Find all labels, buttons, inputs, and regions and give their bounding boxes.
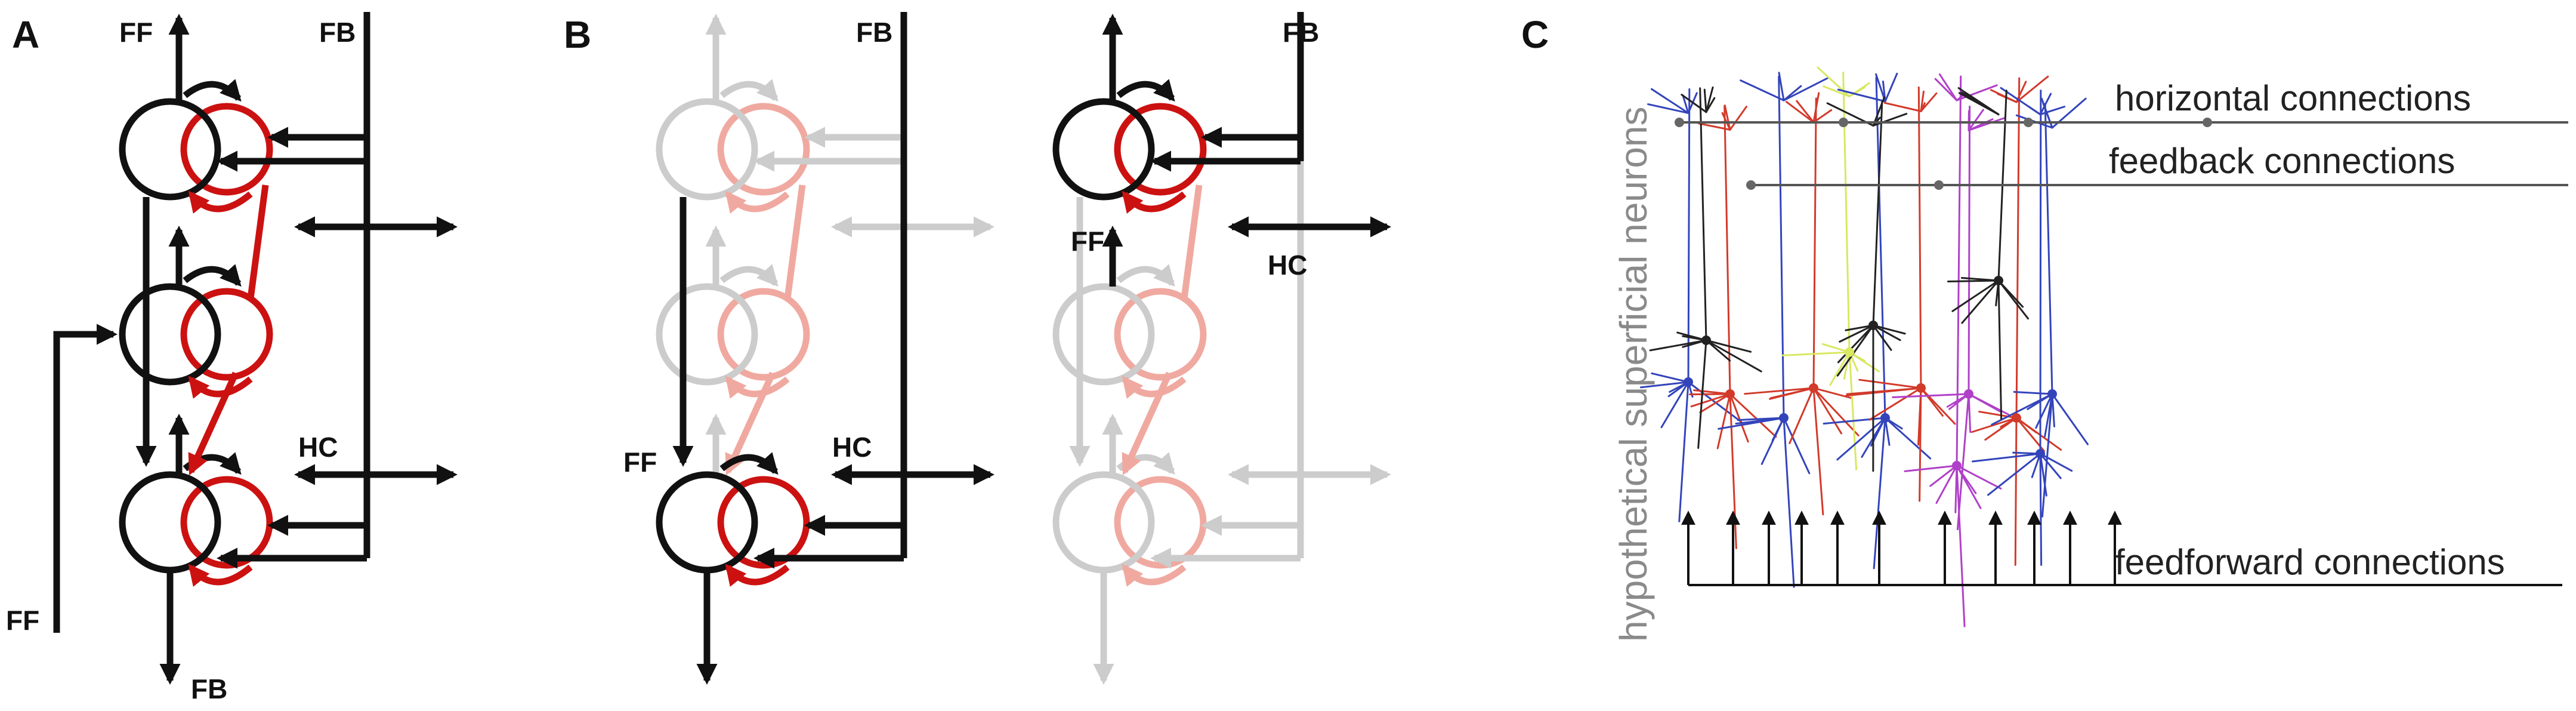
feedback-connections-label: feedback connections	[2109, 141, 2455, 181]
panel-b-left-fb-label: FB	[856, 17, 892, 48]
panel-a-hc-label: HC	[298, 432, 338, 463]
panel-c: C hypothetical superficial neurons horiz…	[1521, 13, 2568, 642]
panel-b-right-hc-label: HC	[1268, 250, 1307, 281]
feedback-connections: feedback connections	[1746, 141, 2568, 190]
neuron-illustration	[1639, 66, 2089, 627]
panel-a: A FF FB HC FF FB	[6, 12, 453, 704]
feedforward-connections	[1681, 510, 2562, 586]
panel-b-right-ff-label: FF	[1071, 226, 1104, 257]
panel-a-fb-top-label: FB	[319, 17, 356, 48]
panel-b-left-hc-label: HC	[832, 432, 872, 463]
panel-a-ff-bottom-label: FF	[6, 605, 39, 636]
panel-b-right-circuit	[1052, 12, 1392, 685]
panel-a-fb-bottom-label: FB	[191, 673, 227, 704]
panel-b-left-ff-label: FF	[623, 447, 657, 478]
panel-a-circuit	[122, 12, 453, 681]
panel-b: B	[564, 12, 1392, 685]
panel-c-side-label: hypothetical superficial neurons	[1612, 106, 1655, 642]
panel-b-letter: B	[564, 13, 591, 56]
feedforward-connections-label: feedforward connections	[2115, 542, 2505, 582]
panel-a-ff-top-label: FF	[119, 17, 153, 48]
panel-c-letter: C	[1521, 13, 1549, 56]
horizontal-connections-label: horizontal connections	[2115, 78, 2471, 118]
panel-a-letter: A	[12, 13, 39, 56]
horizontal-connections: horizontal connections	[1675, 78, 2568, 127]
panel-b-right-fb-label: FB	[1283, 17, 1319, 48]
panel-a-ff-input-arrow	[53, 324, 118, 633]
panel-b-left-circuit	[656, 12, 995, 685]
